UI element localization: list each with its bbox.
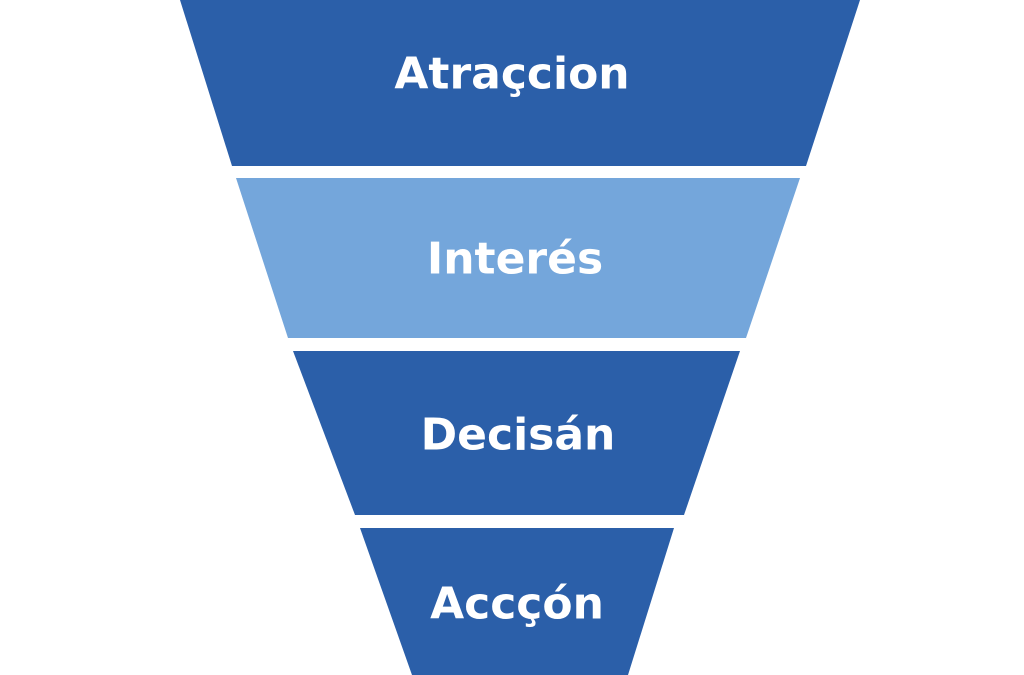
funnel-stage-decision-shape: [293, 351, 740, 515]
funnel-stage-decision: Decisán: [293, 351, 740, 515]
funnel-stage-accion-shape: [360, 528, 674, 675]
funnel-stage-interes: Interés: [236, 178, 800, 338]
funnel-stage-interes-shape: [236, 178, 800, 338]
funnel-stage-accion: Accçón: [360, 528, 674, 675]
funnel-stage-atraccion: Atraçcion: [180, 0, 860, 166]
funnel-stage-interes-label: Interés: [427, 234, 603, 285]
funnel-stage-atraccion-label: Atraçcion: [394, 49, 629, 100]
funnel-stage-decision-label: Decisán: [421, 410, 616, 461]
funnel-stage-accion-label: Accçón: [430, 579, 604, 630]
funnel-stage-atraccion-shape: [180, 0, 860, 166]
